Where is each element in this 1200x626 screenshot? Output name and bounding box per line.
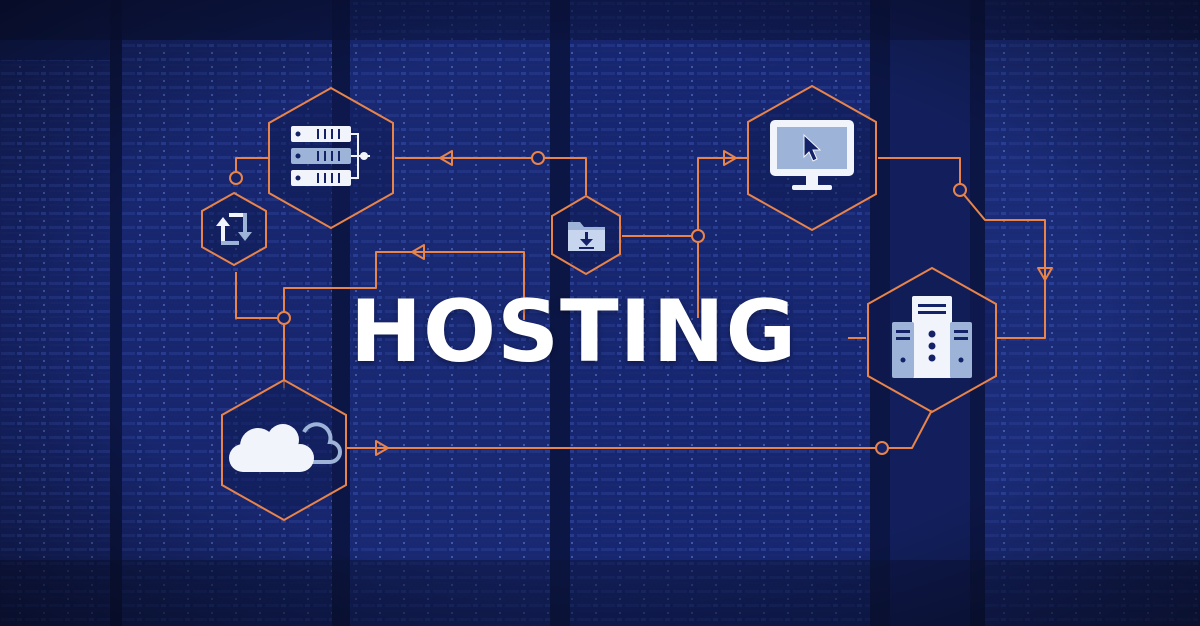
node-right-top — [953, 183, 967, 197]
download-folder-icon — [568, 222, 605, 251]
node-left-top — [229, 171, 243, 185]
connector-cloud-up — [283, 251, 525, 388]
arrow-markers — [375, 150, 1053, 456]
node-left-mid — [277, 311, 291, 325]
server-tower-icon — [892, 296, 972, 378]
arrow-right-2 — [375, 440, 389, 456]
node-bottom — [875, 441, 889, 455]
connector-monitor-right — [878, 157, 1046, 339]
connector-sync-down — [235, 272, 286, 319]
connector-cloud-tower — [346, 409, 933, 449]
monitor-cursor-icon — [770, 120, 854, 190]
connector-nodes — [229, 151, 967, 455]
hosting-title: HOSTING — [350, 282, 798, 382]
node-center — [691, 229, 705, 243]
node-top — [531, 151, 545, 165]
server-stack-icon — [291, 126, 370, 186]
hex-sync — [201, 191, 267, 267]
arrow-left-1 — [439, 150, 453, 166]
sync-arrows-icon — [216, 213, 252, 245]
connector-lines — [235, 157, 1046, 449]
connector-to-monitor — [697, 157, 748, 318]
arrow-down-1 — [1037, 267, 1053, 281]
cloud-icon — [229, 422, 342, 472]
arrow-left-2 — [411, 244, 425, 260]
connector-server-to-folder — [395, 157, 587, 195]
arrow-right-1 — [723, 150, 737, 166]
